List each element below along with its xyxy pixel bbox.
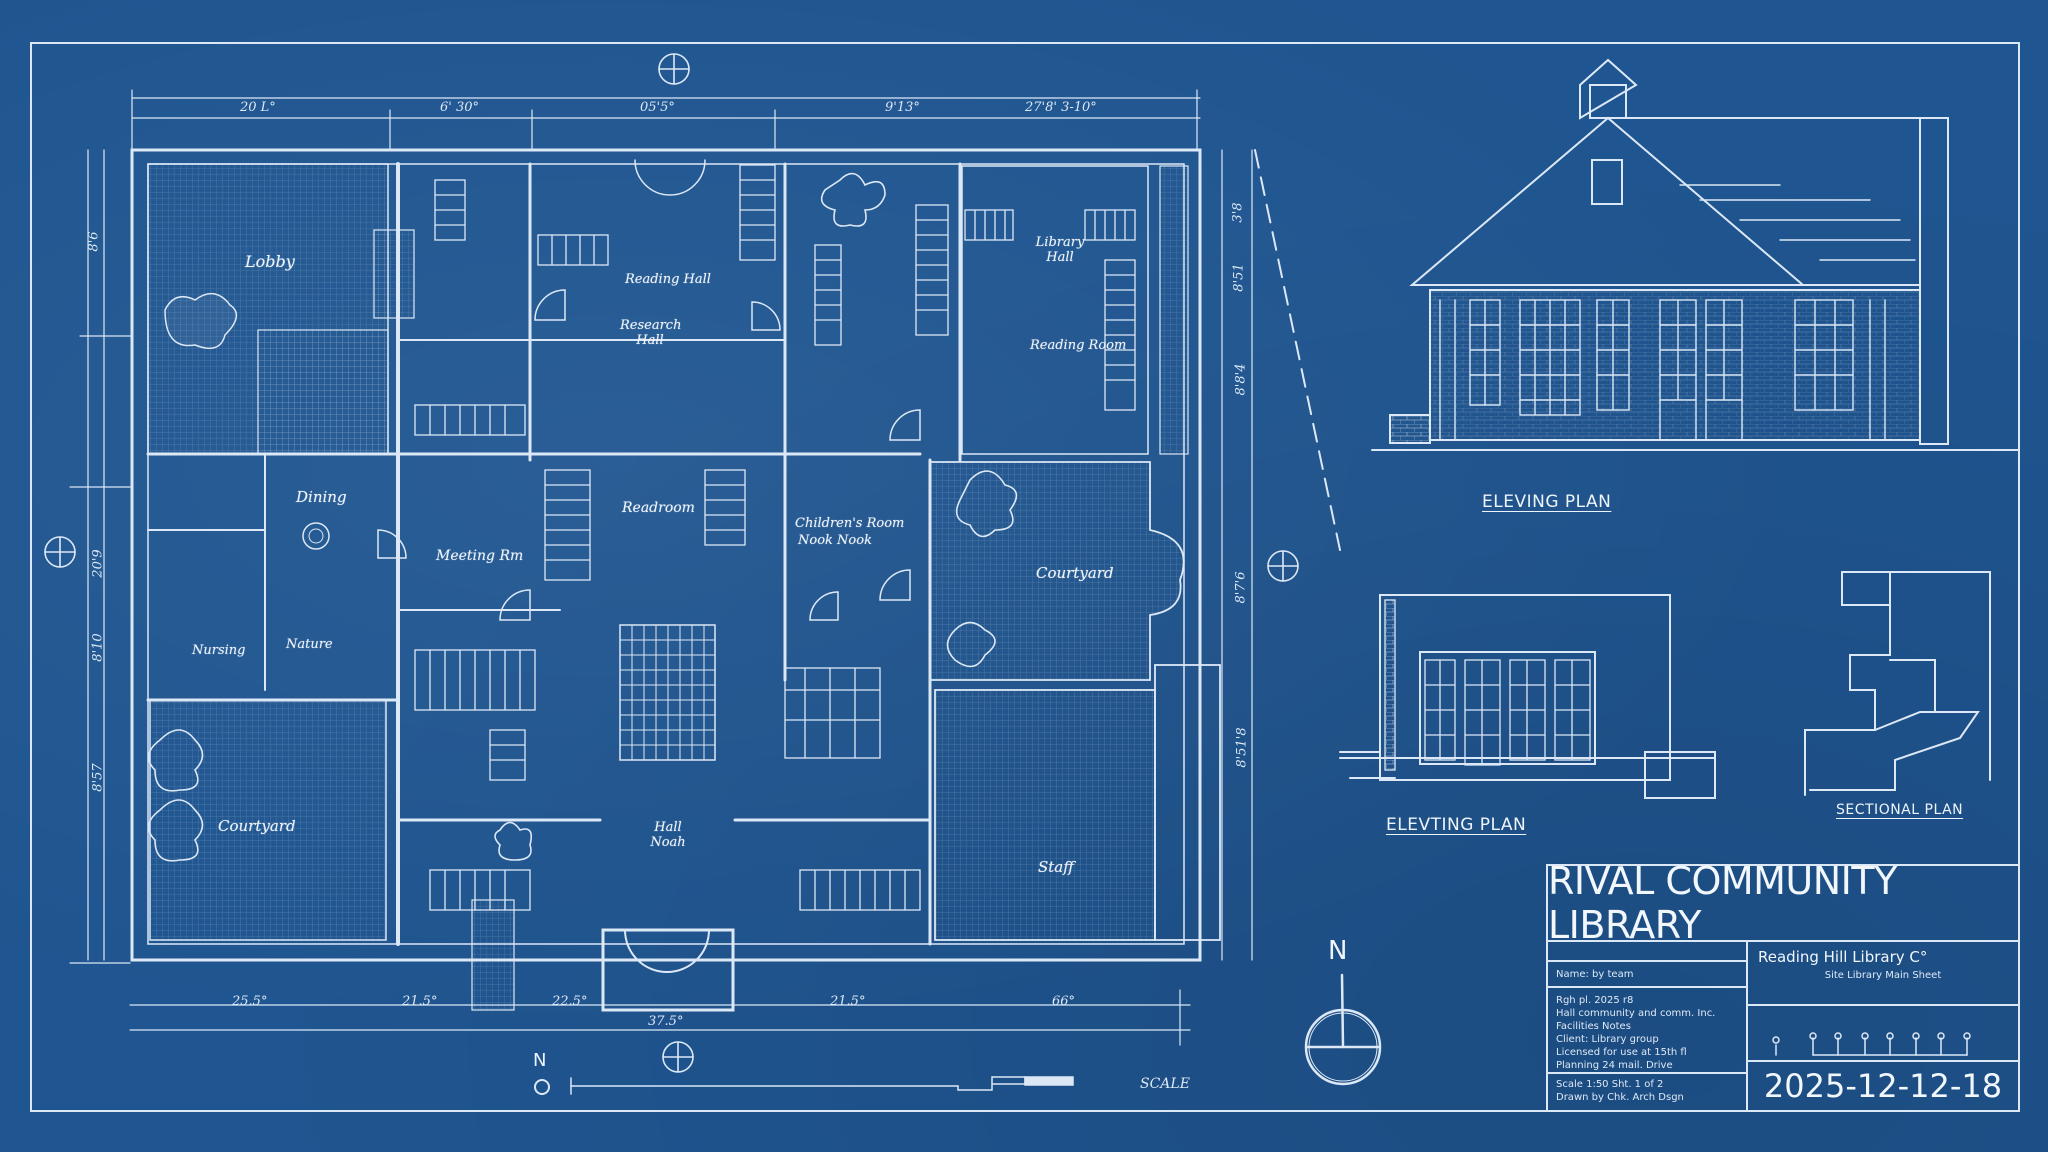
- room-label-reading-hall: Reading Hall: [625, 272, 711, 287]
- title-block-name-row: Name: by team: [1548, 962, 1746, 988]
- room-label-research-hall: Research Hall: [620, 318, 682, 348]
- project-name: Reading Hill Library C°: [1758, 948, 1928, 966]
- dimension-right-5: 8'51'8: [1234, 727, 1250, 768]
- note-line: Planning 24 mail. Drive: [1556, 1060, 1673, 1071]
- footer-note-line: Scale 1:50 Sht. 1 of 2: [1556, 1079, 1664, 1090]
- title-block-notes: Rgh pl. 2025 r8 Hall community and comm.…: [1548, 988, 1746, 1074]
- dimension-right-3: 8'8'4: [1233, 363, 1249, 396]
- dimension-bottom-4: 37.5°: [648, 1014, 684, 1029]
- project-info: Reading Hill Library C° Site Library Mai…: [1748, 942, 2018, 1006]
- dimension-bottom-5: 21.5°: [830, 994, 866, 1009]
- title-block-footer: Scale 1:50 Sht. 1 of 2 Drawn by Chk. Arc…: [1548, 1074, 1746, 1107]
- room-label-lobby: Lobby: [245, 252, 295, 271]
- dimension-right-4: 8'7'6: [1233, 571, 1249, 604]
- room-label-nursing: Nursing: [192, 643, 246, 658]
- note-line: Facilities Notes: [1556, 1021, 1631, 1032]
- dimension-top-3: 05'5°: [640, 100, 675, 115]
- dimension-top-4: 9'13°: [885, 100, 920, 115]
- dimension-bottom-1: 25.5°: [232, 994, 268, 1009]
- plan-north-label: N: [533, 1050, 547, 1071]
- dimension-top-2: 6' 30°: [440, 100, 480, 115]
- title-block-blank-row: [1548, 942, 1746, 962]
- room-label-library-hall: Library Hall: [1035, 235, 1085, 265]
- room-label-courtyard-west: Courtyard: [218, 817, 296, 835]
- title-block-notes-panel: Name: by team Rgh pl. 2025 r8 Hall commu…: [1548, 942, 1748, 1112]
- title-block-scale: [1748, 1006, 2018, 1062]
- title-block: RIVAL COMMUNITY LIBRARY Name: by team Rg…: [1546, 859, 2020, 1112]
- dimension-left-4: 8'57: [90, 763, 106, 792]
- dimension-top-1: 20 L°: [240, 100, 276, 115]
- dimension-bottom-6: 66°: [1052, 994, 1076, 1009]
- north-arrow-icon: [1300, 965, 1386, 1089]
- room-label-meeting: Meeting Rm: [436, 548, 524, 564]
- room-label-childrens-room: Children's Room: [795, 516, 905, 531]
- sheet-border: [30, 42, 2020, 1112]
- title-block-project-panel: Reading Hill Library C° Site Library Mai…: [1748, 942, 2018, 1112]
- note-line: Rgh pl. 2025 r8: [1556, 995, 1634, 1006]
- elevation-caption-main: ELEVING PLAN: [1482, 492, 1612, 512]
- room-label-staff: Staff: [1038, 858, 1074, 876]
- scale-bar-label: SCALE: [1140, 1076, 1190, 1092]
- room-label-main-hall: Hall Noah: [650, 820, 686, 850]
- dimension-top-5: 27'8' 3-10°: [1025, 100, 1097, 115]
- dimension-left-3: 8'10: [90, 633, 106, 662]
- dimension-bottom-3: 22.5°: [552, 994, 588, 1009]
- section-caption: SECTIONAL PLAN: [1836, 802, 1964, 818]
- dimension-left-2: 20'9: [90, 549, 106, 578]
- room-label-reading-room-east: Reading Room: [1030, 338, 1127, 353]
- project-subtitle: Site Library Main Sheet: [1824, 970, 1942, 981]
- title-block-title: RIVAL COMMUNITY LIBRARY: [1548, 859, 2018, 947]
- note-line: Client: Library group: [1556, 1034, 1659, 1045]
- elevation-caption-secondary: ELEVTING PLAN: [1386, 815, 1527, 835]
- dimension-left-1: 8'6: [86, 231, 102, 252]
- room-label-nature: Nature: [286, 637, 333, 652]
- room-label-nook: Nook Nook: [798, 533, 872, 548]
- dimension-right-2: 8'51: [1231, 263, 1247, 292]
- room-label-courtyard-east: Courtyard: [1036, 564, 1114, 582]
- room-label-dining: Dining: [296, 488, 347, 506]
- note-line: Hall community and comm. Inc.: [1556, 1008, 1716, 1019]
- note-line: Licensed for use at 15th fl: [1556, 1047, 1687, 1058]
- footer-note-line: Drawn by Chk. Arch Dsgn: [1556, 1092, 1684, 1103]
- room-label-readroom: Readroom: [622, 500, 695, 516]
- dimension-right-1: 3'8: [1230, 202, 1246, 223]
- dimension-bottom-2: 21.5°: [402, 994, 438, 1009]
- north-arrow-label: N: [1328, 936, 1348, 966]
- drawing-date: 2025-12-12-18: [1763, 1067, 2003, 1105]
